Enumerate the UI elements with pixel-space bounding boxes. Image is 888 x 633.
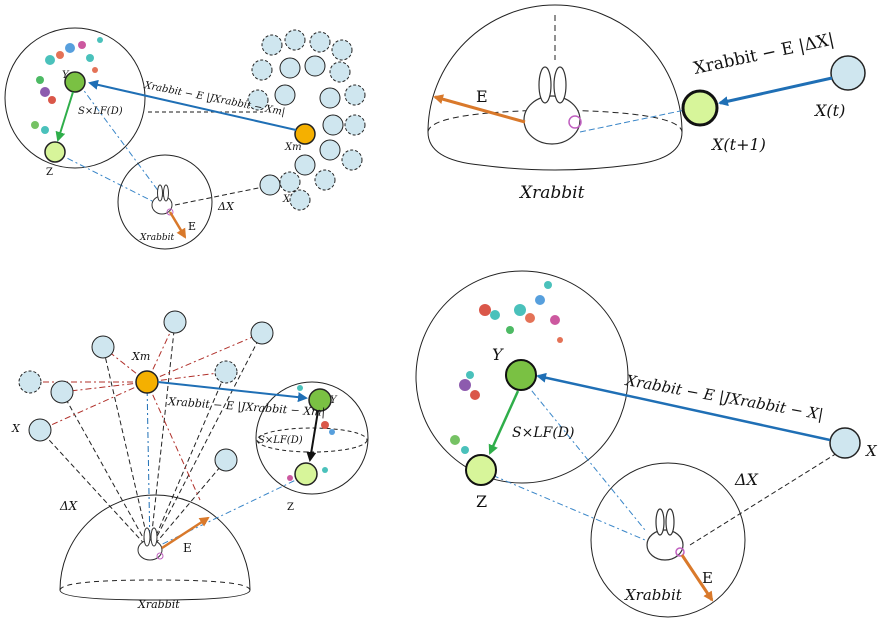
leader-links [30, 321, 263, 501]
dome-base-front [59, 589, 251, 601]
e-label: E [702, 569, 713, 587]
dome-arc [427, 4, 683, 133]
y-rabbit-link [78, 83, 166, 201]
rabbit-sphere [117, 154, 213, 250]
e-arrow [161, 516, 210, 550]
dome-arc [59, 494, 251, 591]
green-arrow [488, 390, 520, 455]
y-label: Y [330, 395, 338, 406]
search-sphere [255, 381, 369, 495]
x-label: X [865, 442, 878, 460]
z-node [294, 462, 318, 486]
y-label: Y [492, 345, 504, 364]
xt1-label: X(t+1) [710, 135, 766, 154]
xm-label: Xm [284, 142, 302, 153]
slfd-label: S×LF(D) [258, 435, 303, 446]
blue-arrow [88, 79, 297, 131]
x-label: X [11, 422, 21, 435]
z-label: Z [476, 492, 487, 511]
z-node [44, 141, 66, 163]
panel-bottom-left: Xm X Y Z ΔX E Xrabbit S×LF(D) Xrabbit − … [11, 310, 369, 611]
z-label: Z [46, 167, 53, 178]
e-arrow [168, 211, 187, 239]
y-label: Y [62, 70, 70, 81]
rabbit-icon [151, 184, 174, 216]
xm-label: Xm [131, 350, 150, 363]
x-node [829, 427, 861, 459]
dx-label: ΔX [734, 470, 759, 489]
x-current-node [830, 55, 866, 91]
panel-bottom-right: Y Z X ΔX E Xrabbit S×LF(D) Xrabbit − E |… [415, 270, 878, 618]
dx-label: ΔX [59, 499, 78, 513]
rabbit-sphere [590, 462, 746, 618]
e-label: E [188, 220, 196, 233]
e-label: E [476, 87, 488, 106]
e-arrow [680, 554, 714, 602]
xrabbit-label: Xrabbit [624, 586, 683, 604]
xrabbit-label: Xrabbit [518, 183, 585, 203]
z-node [465, 454, 497, 486]
z-rabbit-link [149, 477, 301, 551]
dx-label: ΔX [217, 200, 235, 213]
hawk-nodes [18, 310, 274, 472]
rabbit-hawk-link [579, 109, 686, 133]
x-rabbit-link [689, 449, 843, 546]
rabbit-icon [646, 508, 685, 561]
y-node [308, 388, 332, 412]
blue-arrow [536, 372, 831, 442]
slfd-label: S×LF(D) [512, 425, 574, 441]
formula-label: Xrabbit − E |ΔX| [692, 30, 836, 79]
z-rabbit-link [54, 151, 161, 206]
x-label: X [282, 194, 291, 205]
search-sphere [415, 270, 629, 484]
y-node [64, 71, 86, 93]
slfd-label: S×LF(D) [78, 106, 123, 117]
panel-top-left: Y Z Xm X ΔX E Xrabbit S×LF(D) Xrabbit − … [4, 27, 366, 250]
black-arrow [306, 410, 319, 462]
rabbit-icon [137, 527, 164, 561]
leader-node [135, 370, 159, 394]
xrabbit-label: Xrabbit [139, 233, 174, 243]
e-arrow [433, 94, 526, 124]
blue-arrow [718, 76, 833, 107]
dome-base-back [59, 579, 251, 591]
dome-base-front [427, 131, 683, 171]
y-node [505, 359, 537, 391]
rabbit-icon [523, 66, 582, 145]
panel-top-right: E Xrabbit Xrabbit − E |ΔX| X(t) X(t+1) [427, 4, 866, 203]
levy-flight-trace [450, 281, 563, 454]
green-arrow [55, 91, 74, 142]
z-label: Z [287, 502, 294, 513]
xrabbit-label: Xrabbit [137, 598, 180, 611]
xt-label: X(t) [813, 101, 845, 120]
z-rabbit-link [479, 469, 646, 541]
hawk-cluster [247, 29, 366, 211]
formula-label: Xrabbit − E |JXrabbit − Xm| [167, 395, 326, 420]
rabbit-hawk-links [39, 321, 263, 551]
search-sphere [4, 27, 146, 169]
blue-arrow [157, 381, 308, 403]
leader-node [294, 123, 316, 145]
y-rabbit-link [522, 379, 646, 531]
x-next-node [681, 89, 719, 127]
e-label: E [183, 541, 192, 555]
levy-flight-trace [31, 37, 103, 134]
